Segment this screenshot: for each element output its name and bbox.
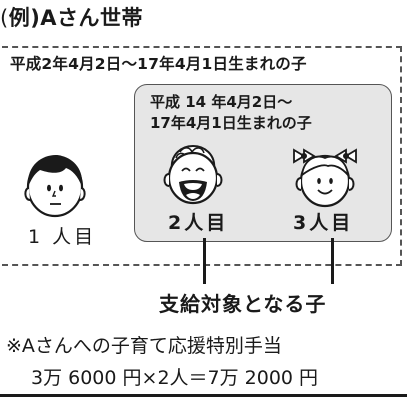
example-heading: (例)Aさん世帯 [0, 2, 143, 32]
boy-face-icon [24, 155, 86, 218]
child-3-connector [331, 238, 334, 284]
child-3-label: 3人目 [293, 212, 354, 234]
inner-group-title: 平成 14 年4月2日～ 17年4月1日生まれの子 [150, 92, 312, 134]
outer-group-title: 平成2年4月2日～17年4月1日生まれの子 [10, 55, 307, 73]
child-2-connector [203, 238, 206, 284]
child-2-label: 2人目 [168, 212, 229, 234]
allowance-note-line1: ※Aさんへの子育て応援特別手当 [6, 335, 282, 357]
bottom-divider [0, 394, 407, 397]
inner-group-title-line2: 17年4月1日生まれの子 [150, 114, 312, 132]
heading-paren: ( [0, 6, 9, 30]
eligible-children-label: 支給対象となる子 [159, 292, 327, 316]
girl-face-icon [293, 148, 357, 208]
allowance-note-line2: 3万 6000 円×2人＝7万 2000 円 [31, 367, 319, 389]
heading-text: 例)Aさん世帯 [8, 6, 144, 30]
child-1-label: 1 人目 [28, 226, 97, 248]
outer-group-frame [2, 46, 402, 266]
inner-group-title-line1: 平成 14 年4月2日～ [150, 93, 293, 111]
laughing-child-face-icon [163, 144, 223, 205]
